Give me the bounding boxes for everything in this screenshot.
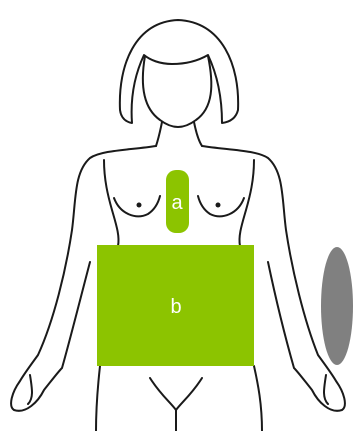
neck-right <box>194 122 202 146</box>
zone-b-label: b <box>170 297 181 317</box>
groin-line <box>150 378 202 410</box>
right-nipple <box>216 203 221 208</box>
neck-left <box>156 122 162 146</box>
face-outline <box>143 56 212 127</box>
right-hand-fingers <box>324 375 328 404</box>
left-hand-fingers <box>28 375 32 404</box>
hair-outline <box>120 20 238 123</box>
left-nipple <box>137 203 142 208</box>
left-hip-leg <box>96 366 100 431</box>
right-hip-leg <box>254 366 262 431</box>
side-device-ellipse <box>321 247 353 365</box>
right-breast <box>198 196 244 216</box>
zone-a-label: a <box>171 193 182 213</box>
